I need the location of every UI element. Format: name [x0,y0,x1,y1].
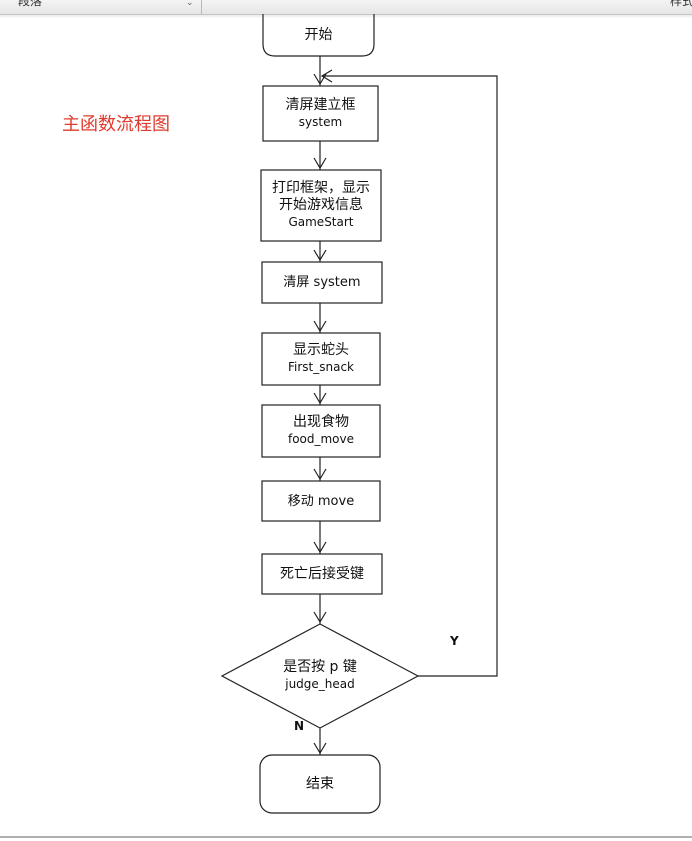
start-label: 开始 [304,26,333,43]
start-terminator [262,14,375,57]
show-head-label: 显示蛇头 [293,342,349,358]
ribbon-group-paragraph[interactable]: 段落 [18,0,43,8]
food-node: 出现食物 food_move [262,405,380,457]
decision-node: 是否按 p 键 judge_head [262,650,378,702]
end-label: 结束 [306,775,334,792]
arrowhead [313,468,327,481]
arrowhead [320,69,333,83]
arrowhead [313,541,327,554]
arrowhead [313,157,327,170]
end-node: 结束 [260,755,380,813]
decision-label: 是否按 p 键 [283,659,357,675]
ribbon-separator [201,0,202,14]
move-node: 移动 move [262,481,380,521]
branch-no-label: N [294,719,305,733]
move-label: 移动 move [287,493,355,509]
print-frame-label-2: 开始游戏信息 [279,197,363,213]
clear-screen-node: 清屏 system [262,262,382,303]
death-box [261,553,383,595]
arrowhead [313,249,327,262]
clear-frame-label: 清屏建立框 [285,96,356,113]
show-head-box [261,332,381,386]
decision-sub: judge_head [285,677,355,691]
food-label: 出现食物 [293,414,349,430]
show-head-node: 显示蛇头 First_snack [262,333,380,385]
arrowhead [313,611,327,624]
page-bottom-border [0,836,692,838]
connector-yes-loop [322,75,498,677]
clear-frame-node: 清屏建立框 system [263,86,378,141]
arrowhead [313,320,327,333]
print-frame-sub: GameStart [288,215,354,229]
clear-screen-box [261,261,383,304]
ribbon-group-styles[interactable]: 样式 [669,0,692,8]
ribbon-strip: 段落 ⌄ 样式 [0,0,692,15]
clear-screen-label: 清屏 system [283,275,361,290]
death-label: 死亡后接受键 [280,565,364,582]
death-node: 死亡后接受键 [262,554,382,594]
diagram-title: 主函数流程图 [62,114,170,135]
dialog-launcher-icon[interactable]: ⌄ [186,0,194,8]
show-head-sub: First_snack [287,360,354,374]
arrowhead [313,392,327,405]
food-box [261,404,381,458]
arrowhead [313,742,327,755]
clear-frame-sub: system [298,114,343,129]
move-box [261,480,381,522]
branch-yes-label: Y [450,634,459,648]
food-sub: food_move [287,432,355,446]
print-frame-label-1: 打印框架，显示 [272,180,370,196]
print-frame-node: 打印框架，显示 开始游戏信息 GameStart [261,170,381,241]
start-node: 开始 [263,14,374,56]
print-frame-box [260,169,382,242]
